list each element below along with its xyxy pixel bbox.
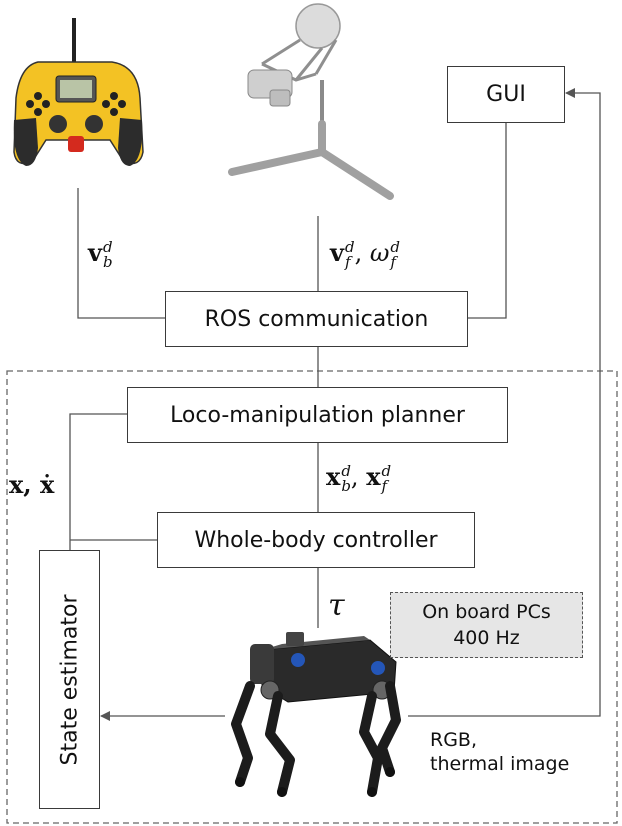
ros-communication-box: ROS communication	[165, 291, 468, 347]
onboard-region	[6, 370, 618, 824]
onboard-frequency-label: 400 Hz	[453, 627, 520, 649]
whole-body-controller-box: Whole-body controller	[157, 512, 475, 568]
ros-communication-label: ROS communication	[204, 306, 429, 332]
sensor-data-label: RGB, thermal image	[430, 728, 569, 776]
joystick-to-ros-line	[77, 188, 165, 319]
haptic-device-icon	[228, 3, 394, 200]
torque-label: τ	[328, 588, 345, 623]
gamepad-icon	[13, 18, 144, 166]
state-estimator-label: State estimator	[57, 593, 82, 766]
estimator-feedback-line	[69, 413, 127, 550]
state-feedback-label: x, ẋ	[9, 470, 55, 499]
whole-body-controller-label: Whole-body controller	[194, 527, 438, 553]
gui-to-ros-line	[468, 122, 507, 319]
quadruped-robot-icon	[231, 632, 401, 797]
loco-manipulation-planner-label: Loco-manipulation planner	[170, 402, 465, 428]
onboard-pcs-box: On board PCs 400 Hz	[390, 592, 583, 658]
gui-box: GUI	[447, 66, 565, 123]
gui-label: GUI	[486, 82, 526, 107]
sensor-thermal-label: thermal image	[430, 753, 570, 775]
sensor-rgb-label: RGB,	[430, 729, 477, 751]
state-estimator-box: State estimator	[39, 550, 100, 809]
robot-to-gui-arrow	[408, 88, 601, 717]
loco-manipulation-planner-box: Loco-manipulation planner	[127, 387, 508, 443]
onboard-pcs-label: On board PCs	[422, 601, 551, 623]
